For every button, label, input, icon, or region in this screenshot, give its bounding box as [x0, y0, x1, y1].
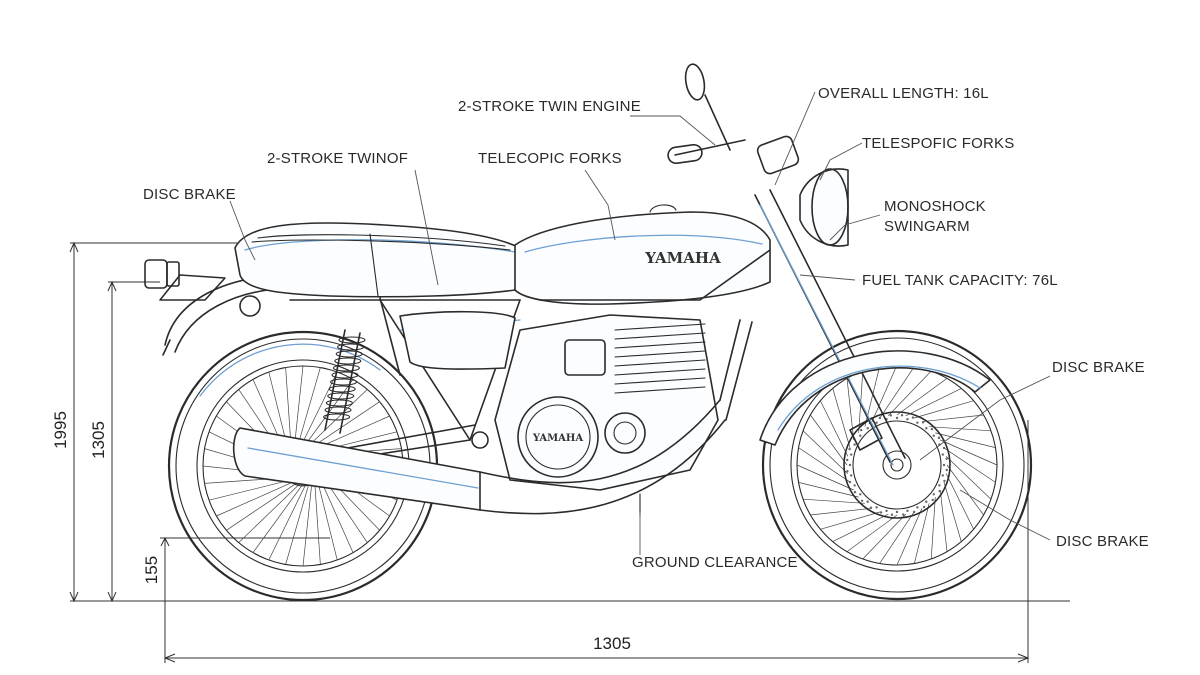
ground-clearance-value: 155 — [142, 556, 161, 584]
label-engine-left: 2-STROKE TWINOF — [267, 150, 408, 167]
front-end — [667, 63, 991, 466]
label-overall-length: OVERALL LENGTH: 16L — [818, 85, 989, 102]
seat-height-value: 1305 — [89, 421, 108, 459]
label-disc-brake-rear: DISC BRAKE — [143, 186, 236, 203]
label-disc-brake-lower: DISC BRAKE — [1056, 533, 1149, 550]
label-engine-top: 2-STROKE TWIN ENGINE — [458, 98, 641, 115]
part-labels: 2-STROKE TWIN ENGINE 2-STROKE TWINOF TEL… — [143, 85, 1149, 571]
label-swingarm: SWINGARM — [884, 218, 970, 235]
rear-fender — [144, 259, 291, 356]
label-forks-mid: TELECOPIC FORKS — [478, 150, 622, 167]
dimension-lines — [69, 241, 1070, 663]
rear-shock — [323, 329, 366, 434]
wheelbase-value: 1305 — [593, 634, 631, 653]
exhaust — [232, 319, 753, 516]
label-disc-brake-front: DISC BRAKE — [1052, 359, 1145, 376]
overall-height-value: 1995 — [51, 411, 70, 449]
engine-brand-logo: YAMAHA — [532, 433, 584, 444]
label-fuel-tank: FUEL TANK CAPACITY: 76L — [862, 272, 1058, 289]
label-forks-right: TELESPOFIC FORKS — [862, 135, 1014, 152]
engine: YAMAHA — [471, 314, 719, 491]
fuel-tank: YAMAHA — [514, 204, 771, 305]
leader-lines — [229, 91, 1051, 555]
tank-brand-logo: YAMAHA — [644, 249, 721, 267]
label-monoshock: MONOSHOCK — [884, 198, 986, 215]
front-wheel — [761, 329, 1033, 601]
label-ground-clearance: GROUND CLEARANCE — [632, 554, 798, 571]
seat — [234, 222, 521, 298]
